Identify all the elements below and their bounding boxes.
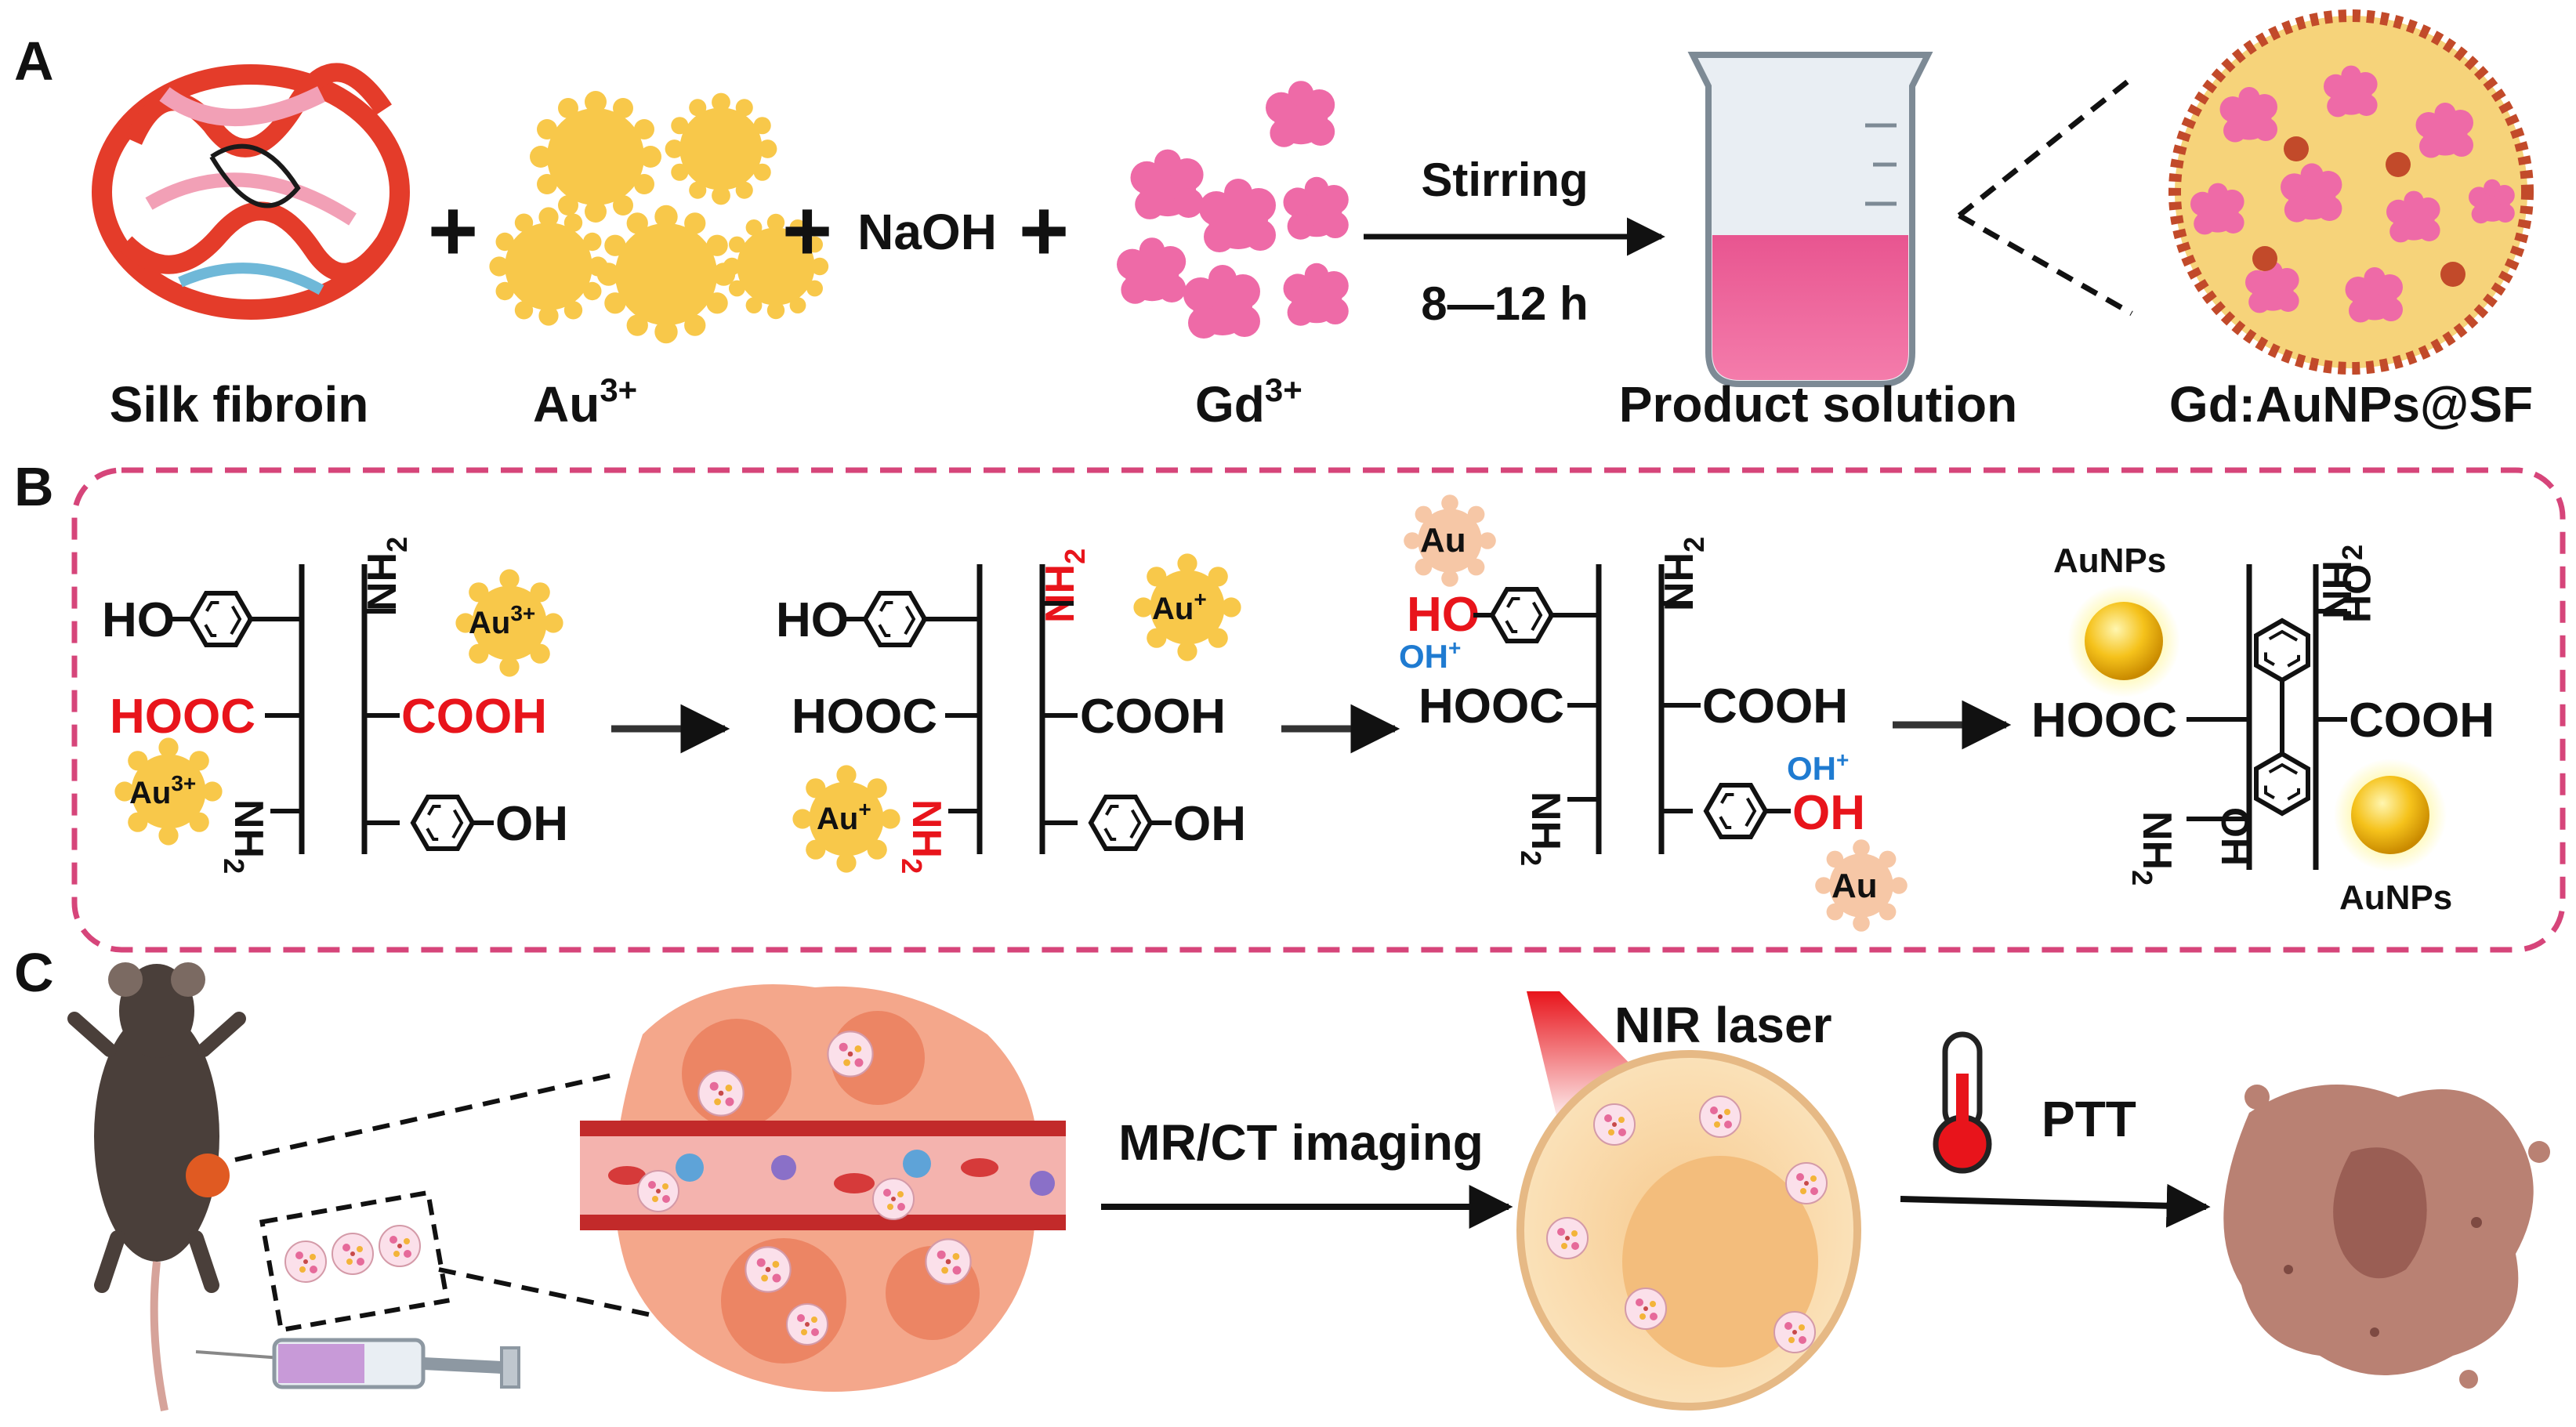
panel-b-letter: B [14, 456, 54, 517]
time-label: 8—12 h [1421, 277, 1588, 330]
s2-au1-right: Au+ [1152, 587, 1207, 626]
mr-ct-imaging-label: MR/CT imaging [1118, 1114, 1484, 1171]
s2-oh: OH [1173, 797, 1246, 851]
s3-cooh: COOH [1702, 679, 1848, 733]
s1-au3-right: Au3+ [469, 601, 535, 640]
s1-cooh: COOH [401, 690, 547, 744]
plus-sign-1: + [428, 183, 478, 279]
panel-a-letter: A [14, 31, 54, 92]
stage-1-structure: HO HOOC Au3+ NH2 NH2 Au3+ COOH OH [102, 537, 568, 874]
s4-nh2-left: NH2 [2126, 811, 2179, 886]
s2-cooh: COOH [1080, 690, 1226, 744]
s2-nh2-left: NH2 [896, 799, 949, 874]
s3-ohplus-bottom: OH+ [1787, 748, 1849, 787]
syringe-illustration [195, 1338, 520, 1389]
thermometer-icon [1933, 1031, 1992, 1174]
destroyed-tumor-illustration [2223, 1085, 2550, 1389]
gd3-label: Gd3+ [1195, 371, 1302, 433]
plus-sign-3: + [1019, 183, 1069, 279]
naoh-label: NaOH [857, 204, 997, 260]
s4-cooh: COOH [2349, 694, 2494, 748]
particle-zoom-box [259, 1190, 450, 1333]
s2-nh2-right: NH2 [1038, 549, 1091, 623]
plus-sign-2: + [782, 183, 832, 279]
s4-nh2-right: NH2 [2315, 545, 2368, 619]
panel-c: C [14, 942, 2550, 1411]
panel-c-letter: C [14, 942, 54, 1003]
stage-4-structure: AuNPs HOOC OH OH NH2 COOH NH2 AuNPs [2031, 541, 2494, 917]
s1-ho: HO [102, 593, 175, 647]
s4-oh-bottom: OH [2213, 807, 2257, 866]
s1-oh: OH [495, 797, 568, 851]
tumor-zoom-line-bottom [438, 1267, 659, 1319]
zoom-line-top [1957, 76, 2134, 218]
s1-hooc: HOOC [110, 690, 255, 744]
au3-label: Au3+ [533, 371, 637, 433]
silk-fibroin-illustration [92, 63, 410, 320]
product-solution-label: Product solution [1619, 376, 2017, 433]
s4-aunps-top-label: AuNPs [2053, 541, 2166, 580]
beaker-illustration [1687, 52, 1933, 387]
s3-oh: OH [1792, 786, 1865, 840]
stirring-label: Stirring [1421, 154, 1588, 206]
s4-hooc: HOOC [2031, 694, 2177, 748]
silk-fibroin-label: Silk fibroin [110, 376, 369, 433]
au3-cluster-illustration [489, 91, 829, 344]
s3-au-top: Au [1420, 521, 1466, 560]
zoom-line-bottom [1958, 212, 2133, 317]
s1-nh2-right: NH2 [360, 537, 413, 611]
stage-2-structure: HO HOOC Au+ NH2 NH2 Au+ COOH OH [776, 549, 1246, 874]
s4-gold-sphere-top [2085, 602, 2163, 680]
therapy-arrow [1900, 1183, 2211, 1228]
s3-ho: HO [1407, 588, 1480, 642]
stage-3-structure: Au HO OH+ HOOC NH2 NH2 COOH OH+ OH Au [1399, 494, 1908, 932]
nir-laser-label: NIR laser [1614, 997, 1831, 1053]
panel-a: A + + NaOH + [14, 9, 2534, 433]
s4-aunps-bottom-label: AuNPs [2339, 878, 2452, 917]
mouse-illustration [67, 962, 246, 1411]
s4-gold-sphere-bottom [2351, 776, 2429, 854]
ptt-label: PTT [2042, 1091, 2136, 1147]
tumor-zoom-line-top [234, 1071, 620, 1162]
s2-ho: HO [776, 593, 849, 647]
s3-ohplus-top: OH+ [1399, 636, 1461, 675]
panel-b-frame [71, 467, 2566, 953]
tumor-vessel-illustration [580, 984, 1066, 1392]
s3-nh2-right: NH2 [1657, 537, 1710, 611]
gd3-cluster-illustration [1117, 81, 1349, 339]
gd-aunps-sf-sphere [2168, 9, 2534, 375]
s3-hooc: HOOC [1418, 679, 1564, 733]
s3-nh2-left: NH2 [1515, 791, 1568, 866]
gd-aunps-sf-label: Gd:AuNPs@SF [2169, 376, 2533, 433]
tumor-cell-illustration [1516, 1050, 1861, 1411]
s3-au-bottom: Au [1831, 867, 1878, 905]
panel-b: B HO HOOC Au3+ NH2 NH2 Au3+ COOH OH [14, 456, 2566, 953]
s1-au3-left: Au3+ [129, 771, 196, 810]
s2-hooc: HOOC [792, 690, 937, 744]
s2-au1-left: Au+ [817, 797, 871, 836]
s1-nh2-left: NH2 [218, 799, 271, 874]
